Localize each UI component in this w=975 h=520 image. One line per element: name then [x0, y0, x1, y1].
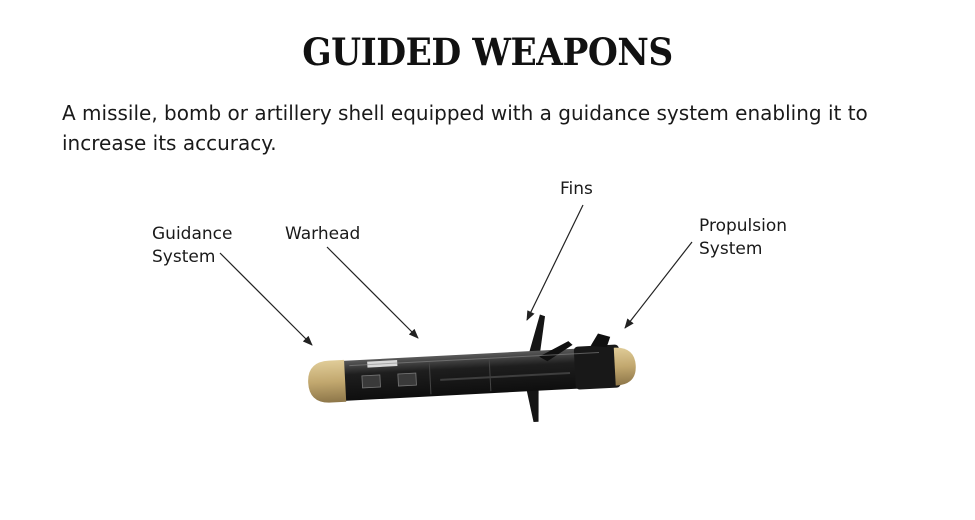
highlight-line [349, 351, 600, 367]
guidance-system-label: Guidance System [152, 224, 233, 267]
page-title: GUIDED WEAPONS [302, 30, 673, 74]
fins-arrow [526, 204, 584, 321]
panel-detail [397, 372, 417, 387]
lower-fin [525, 384, 539, 423]
missile-image [308, 314, 636, 423]
side-fin [539, 341, 573, 362]
seam-line [488, 357, 492, 392]
guidance-nose [308, 359, 347, 403]
rear-tip [613, 347, 636, 386]
fins-label: Fins [560, 179, 593, 199]
rear-fin [590, 333, 611, 348]
propulsion-system-label: Propulsion System [699, 216, 788, 259]
seam-line [428, 360, 432, 395]
propulsion-arrow [624, 241, 693, 329]
definition-text: A missile, bomb or artillery shell equip… [62, 101, 868, 155]
upper-fin [527, 314, 546, 360]
guidance-arrow [219, 252, 313, 346]
warhead-arrow [326, 246, 419, 339]
panel-detail [361, 374, 381, 389]
rail-line [440, 372, 571, 381]
propulsion-section [573, 344, 621, 390]
warhead-label: Warhead [285, 224, 361, 244]
